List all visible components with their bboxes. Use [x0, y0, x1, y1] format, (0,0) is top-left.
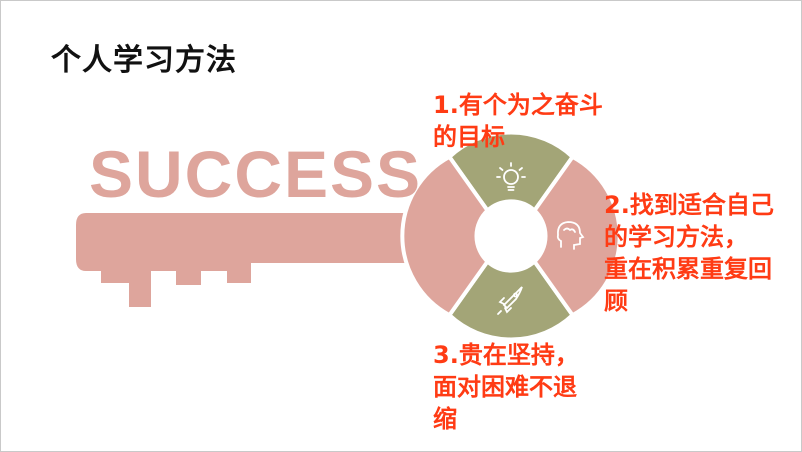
step-3-label: 3.贵在坚持， 面对困难不退 缩: [433, 339, 623, 435]
head-brain-icon: [556, 221, 585, 250]
step-1-line: 的目标: [433, 123, 505, 151]
step-2-line: 顾: [604, 287, 628, 315]
step-3-line: 面对困难不退: [433, 373, 577, 401]
slide-title: 个人学习方法: [51, 43, 237, 78]
step-3-line: 缩: [433, 405, 457, 433]
step-3-line: 3.贵在坚持，: [433, 341, 579, 369]
step-2-line: 2.找到适合自己: [604, 191, 774, 219]
key-hole: [475, 200, 547, 272]
step-2-line: 重在积累重复回: [604, 255, 772, 283]
key-shaft: [76, 213, 441, 307]
lightbulb-icon: [496, 162, 526, 191]
step-2-line: 的学习方法，: [604, 223, 748, 251]
step-1-line: 1.有个为之奋斗: [433, 91, 603, 119]
step-2-label: 2.找到适合自己 的学习方法， 重在积累重复回 顾: [604, 189, 794, 317]
rocket-icon: [497, 286, 523, 315]
success-word: SUCCESS: [89, 137, 423, 211]
step-1-label: 1.有个为之奋斗 的目标: [433, 89, 643, 153]
